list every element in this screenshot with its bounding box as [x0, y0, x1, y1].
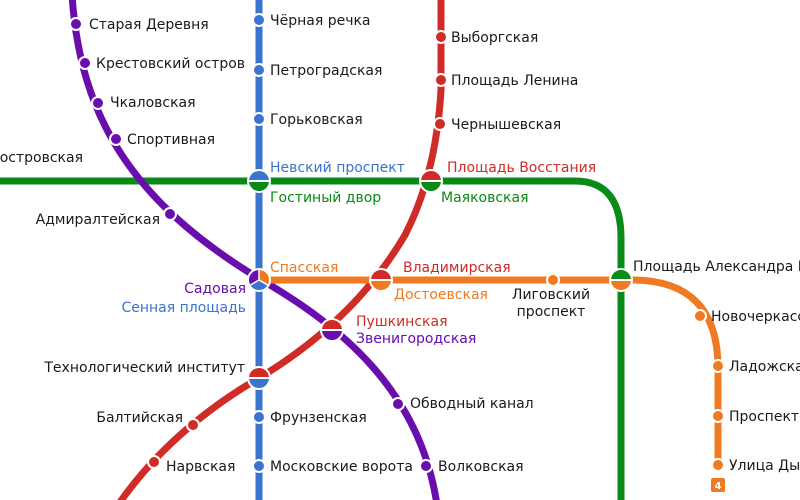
station-dot-ulitsa-dybenko[interactable] — [711, 458, 725, 472]
station-dot-baltiyskaya[interactable] — [186, 418, 200, 432]
transfer-tekhnologichesky[interactable] — [247, 366, 271, 390]
station-label-petrogradskaya: Петроградская — [270, 63, 382, 79]
station-dot-vyborgskaya[interactable] — [434, 30, 448, 44]
station-label-dostoevskaya: Достоевская — [394, 287, 488, 303]
transfer-vosstaniya-mayakovskaya[interactable] — [419, 169, 443, 193]
station-dot-petrogradskaya[interactable] — [252, 63, 266, 77]
transfer-vladimirskaya-dostoevskaya[interactable] — [369, 268, 393, 292]
station-dot-novocherkasskaya[interactable] — [693, 309, 707, 323]
station-label-vyborgskaya: Выборгская — [451, 30, 538, 46]
station-dot-moskovskie-vorota[interactable] — [252, 459, 266, 473]
station-dot-volkovskaya[interactable] — [419, 459, 433, 473]
station-label-tekhnologichesky: Технологический институт — [43, 360, 245, 376]
station-label-moskovskie-vorota: Московские ворота — [270, 459, 413, 475]
route-badge-orange — [711, 478, 725, 492]
station-label-primorskaya-partial: иеостровская — [0, 150, 83, 166]
station-label-pl-vosstaniya: Площадь Восстания — [447, 160, 596, 176]
station-dot-frunzenskaya[interactable] — [252, 410, 266, 424]
station-dot-admiralteyskaya[interactable] — [163, 207, 177, 221]
transfer-pushkinskaya-zvenigorodskaya[interactable] — [320, 318, 344, 342]
green-line — [0, 177, 625, 500]
transfer-nevsky-gostiny[interactable] — [247, 169, 271, 193]
station-dot-gorkovskaya[interactable] — [252, 112, 266, 126]
transfer-sadovaya-sennaya-spasskaya[interactable] — [247, 268, 271, 292]
station-label-frunzenskaya: Фрунзенская — [270, 410, 367, 426]
station-label-novocherkasskaya: Новочеркасск — [711, 309, 800, 325]
station-label-obvodny: Обводный канал — [410, 396, 534, 412]
station-label-vladimirskaya: Владимирская — [403, 260, 511, 276]
station-label-ladozhskaya: Ладожская — [729, 359, 800, 375]
station-dot-sportivnaya[interactable] — [109, 132, 123, 146]
orange-line — [259, 276, 722, 468]
station-dot-chernaya-rechka[interactable] — [252, 13, 266, 27]
station-label-krestovsky: Крестовский остров — [96, 56, 245, 72]
station-label-narvskaya: Нарвская — [166, 459, 235, 475]
station-label-baltiyskaya: Балтийская — [96, 410, 183, 426]
station-label-chkalovskaya: Чкаловская — [110, 95, 196, 111]
station-dot-ligovsky[interactable] — [546, 273, 560, 287]
red-line — [117, 0, 445, 500]
station-label-volkovskaya: Волковская — [438, 459, 524, 475]
station-dot-chernyshevskaya[interactable] — [433, 117, 447, 131]
station-label-spasskaya: Спасская — [270, 260, 338, 276]
route-badge-orange-label: 4 — [715, 481, 722, 492]
station-dot-narvskaya[interactable] — [147, 455, 161, 469]
station-label-prospekt-bolshevikov: Проспект Б — [729, 409, 800, 425]
station-dot-chkalovskaya[interactable] — [91, 96, 105, 110]
transfer-pl-nevskogo[interactable] — [609, 268, 633, 292]
station-dot-ladozhskaya[interactable] — [711, 359, 725, 373]
station-dot-krestovsky[interactable] — [78, 56, 92, 70]
station-label-admiralteyskaya: Адмиралтейская — [36, 212, 160, 228]
station-label-chernyshevskaya: Чернышевская — [451, 117, 561, 133]
station-label-zvenigorodskaya: Звенигородская — [356, 331, 476, 347]
station-dot-prospekt-bolshevikov[interactable] — [711, 409, 725, 423]
station-label-gostiny: Гостиный двор — [270, 190, 381, 206]
station-label-mayakovskaya: Маяковская — [441, 190, 529, 206]
station-label-staraya-derevnya: Старая Деревня — [89, 17, 209, 33]
station-label-sadovaya: Садовая — [184, 281, 246, 297]
station-dot-obvodny[interactable] — [391, 397, 405, 411]
station-label-ulitsa-dybenko: Улица Дыб — [729, 458, 800, 474]
station-label-sportivnaya: Спортивная — [127, 132, 215, 148]
station-label-pl-nevskogo: Площадь Александра Нев — [633, 259, 800, 275]
station-label-gorkovskaya: Горьковская — [270, 112, 363, 128]
station-label-pl-lenina: Площадь Ленина — [451, 73, 578, 89]
station-dot-pl-lenina[interactable] — [434, 73, 448, 87]
station-label-chernaya-rechka: Чёрная речка — [270, 13, 371, 29]
station-label-pushkinskaya: Пушкинская — [356, 314, 448, 330]
station-label-ligovsky-2: проспект — [517, 304, 586, 320]
station-label-sennaya: Сенная площадь — [121, 300, 246, 316]
station-label-nevsky: Невский проспект — [270, 160, 405, 176]
station-label-ligovsky-1: Лиговский — [512, 287, 590, 303]
station-dot-staraya-derevnya[interactable] — [69, 17, 83, 31]
